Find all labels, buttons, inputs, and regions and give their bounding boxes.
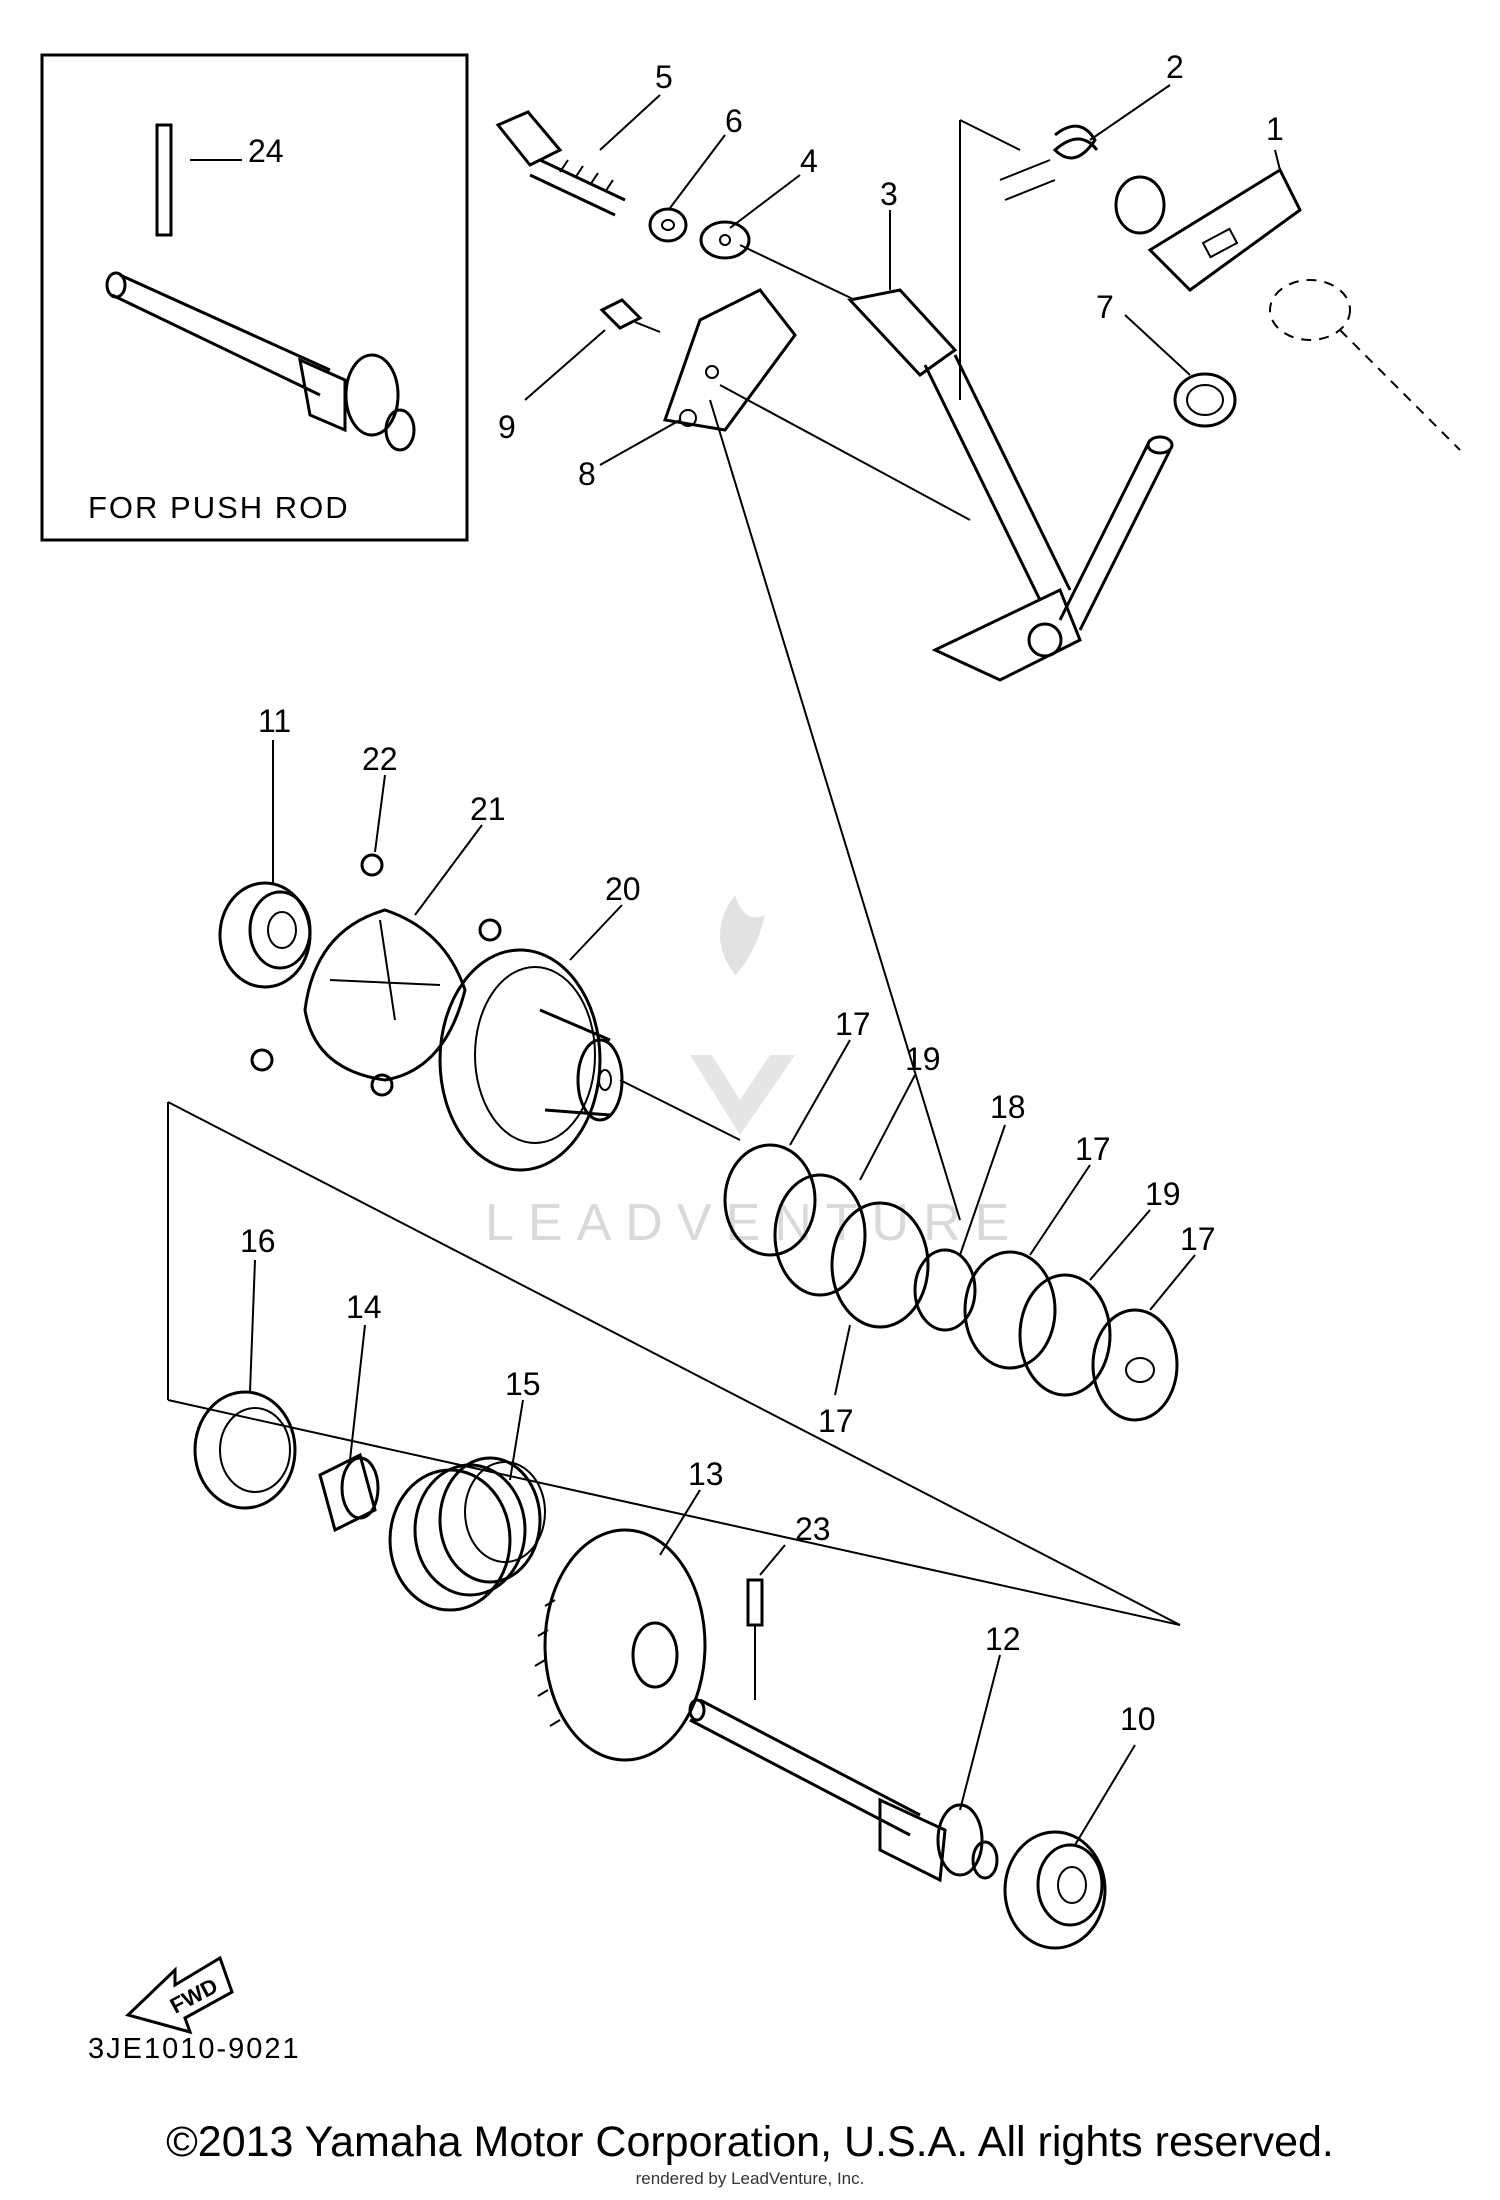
callout-20: 20	[605, 871, 641, 907]
callout-3: 3	[880, 176, 898, 212]
upper-assembly	[495, 110, 1461, 1221]
callout-5: 5	[655, 59, 673, 95]
callout-24: 24	[248, 133, 284, 169]
rendered-by-notice: rendered by LeadVenture, Inc.	[635, 2169, 865, 2188]
callout-10: 10	[1120, 1701, 1156, 1737]
push-rod-inset: 24 FOR PUSH ROD	[40, 53, 469, 542]
callout-8: 8	[578, 456, 596, 492]
callout-17d: 17	[1180, 1221, 1216, 1257]
diagram-code: 3JE1010-9021	[88, 2033, 301, 2065]
callout-22: 22	[362, 741, 398, 777]
callouts: 1 2 3 4 5 6 7 8 9 10 11 12 13 14 15 16 1	[240, 49, 1284, 1846]
watermark: LEADVENTURE	[485, 895, 1023, 1252]
fwd-arrow: FWD	[125, 1955, 234, 2035]
callout-14: 14	[346, 1289, 382, 1325]
callout-1: 1	[1266, 111, 1284, 147]
callout-13: 13	[688, 1456, 724, 1492]
callout-19a: 19	[905, 1041, 941, 1077]
callout-11: 11	[258, 703, 291, 739]
callout-17b: 17	[818, 1403, 854, 1439]
callout-16: 16	[240, 1223, 276, 1259]
callout-7: 7	[1096, 289, 1114, 325]
callout-2: 2	[1166, 49, 1184, 85]
callout-12: 12	[985, 1621, 1021, 1657]
callout-15: 15	[505, 1366, 541, 1402]
callout-6: 6	[725, 103, 743, 139]
callout-9: 9	[498, 409, 516, 445]
watermark-text: LEADVENTURE	[485, 1194, 1023, 1252]
callout-17c: 17	[1075, 1131, 1111, 1167]
ratchet-assembly	[218, 853, 1179, 1422]
callout-21: 21	[470, 791, 506, 827]
copyright-notice: ©2013 Yamaha Motor Corporation, U.S.A. A…	[166, 2118, 1334, 2166]
callout-23: 23	[795, 1511, 831, 1547]
callout-19b: 19	[1145, 1176, 1181, 1212]
callout-17a: 17	[835, 1006, 871, 1042]
pin-24-shape	[155, 123, 173, 237]
kick-axle-assembly	[167, 1101, 1181, 1950]
callout-18: 18	[990, 1089, 1026, 1125]
inset-caption: FOR PUSH ROD	[88, 490, 350, 525]
callout-4: 4	[800, 143, 818, 179]
